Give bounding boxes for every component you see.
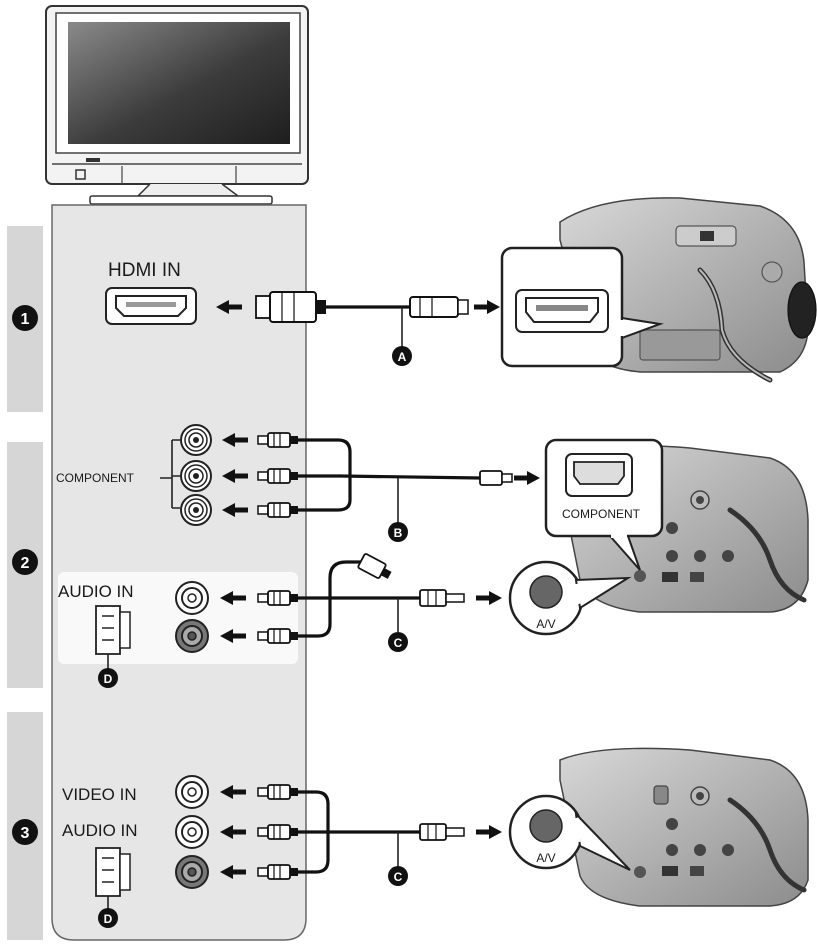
camera-av-callout-step2: A/V bbox=[508, 560, 632, 636]
television bbox=[45, 5, 309, 205]
cable-b-badge bbox=[388, 522, 408, 542]
cable-a-badge bbox=[392, 346, 412, 366]
step-2-band: 2 bbox=[7, 442, 43, 688]
video-in-label: VIDEO IN bbox=[62, 785, 137, 804]
audio-jack-right-step2 bbox=[175, 619, 209, 653]
hdmi-in-label: HDMI IN bbox=[108, 260, 181, 281]
camera-hdmi-callout bbox=[500, 246, 664, 368]
step-3-number: 3 bbox=[21, 825, 30, 842]
step-1-band: 1 bbox=[7, 226, 43, 412]
cable-b-letter: B bbox=[394, 526, 403, 540]
camera-component-label: COMPONENT bbox=[562, 507, 641, 521]
av-section-step3: VIDEO IN AUDIO IN D C bbox=[62, 775, 502, 928]
terminal-d-badge-step3 bbox=[98, 908, 118, 928]
component-plug-camera-end bbox=[479, 470, 513, 486]
step-1-badge bbox=[12, 305, 38, 331]
cable-a-letter: A bbox=[398, 350, 407, 364]
audio-terminal-step3 bbox=[95, 847, 131, 897]
step-2-number: 2 bbox=[21, 555, 30, 572]
audio-terminal-step2 bbox=[95, 605, 131, 655]
av-plug-camera-end-step2 bbox=[419, 589, 465, 607]
tv-component-jack-pr bbox=[180, 494, 212, 526]
terminal-d-badge-step2 bbox=[98, 668, 118, 688]
camera-av-label-step2: A/V bbox=[536, 617, 555, 631]
step-3-band: 3 bbox=[7, 712, 43, 940]
tv-component-jack-y bbox=[180, 424, 212, 456]
terminal-d-letter-step2: D bbox=[104, 672, 113, 686]
hdmi-plug-tv-end bbox=[255, 291, 326, 323]
hdmi-section: HDMI IN A bbox=[105, 260, 500, 366]
component-camera-arrow bbox=[514, 471, 540, 485]
component-section: COMPONENT B bbox=[56, 424, 540, 542]
cable-c-badge-step3 bbox=[388, 866, 408, 886]
av-camera-arrow-step2 bbox=[476, 591, 502, 605]
tv-hdmi-port bbox=[105, 287, 197, 325]
camera-component-port bbox=[573, 461, 625, 485]
video-plug-loose-step2 bbox=[357, 553, 392, 579]
camera-av-callout-step3: A/V bbox=[508, 794, 631, 871]
audio-section-step2: AUDIO IN D C bbox=[58, 553, 502, 688]
tv-power-button bbox=[75, 169, 86, 180]
camcorder-3 bbox=[559, 747, 809, 907]
tv-component-jack-pb bbox=[180, 460, 212, 492]
audio-jack-left-step2 bbox=[175, 581, 209, 615]
step-1-number: 1 bbox=[21, 311, 30, 328]
step-3-badge bbox=[12, 819, 38, 845]
audio-in-label-step3: AUDIO IN bbox=[62, 821, 138, 840]
hdmi-camera-arrow bbox=[474, 300, 500, 314]
hdmi-plug-camera-end bbox=[409, 296, 469, 318]
camera-av-port-step3 bbox=[529, 809, 563, 843]
camera-component-callout: COMPONENT bbox=[544, 438, 664, 571]
step-2-badge bbox=[12, 549, 38, 575]
cable-c-badge-step2 bbox=[388, 632, 408, 652]
cable-c-letter-step3: C bbox=[394, 870, 403, 884]
tv-stand bbox=[136, 183, 241, 197]
tv-component-label: COMPONENT bbox=[56, 471, 135, 485]
av-camera-arrow-step3 bbox=[476, 825, 502, 839]
av-plug-camera-end-step3 bbox=[419, 823, 465, 841]
video-branch-cable-step2 bbox=[296, 560, 366, 638]
cable-c-letter-step2: C bbox=[394, 636, 403, 650]
terminal-d-letter-step3: D bbox=[104, 912, 113, 926]
component-cable bbox=[338, 474, 482, 480]
audio-jack-right-step3 bbox=[175, 855, 209, 889]
audio-in-label-step2: AUDIO IN bbox=[58, 582, 134, 601]
camera-av-port-step2 bbox=[529, 575, 563, 609]
audio-jack-left-step3 bbox=[175, 815, 209, 849]
video-jack bbox=[175, 775, 209, 809]
tv-screen bbox=[68, 22, 290, 144]
camera-av-label-step3: A/V bbox=[536, 851, 555, 865]
